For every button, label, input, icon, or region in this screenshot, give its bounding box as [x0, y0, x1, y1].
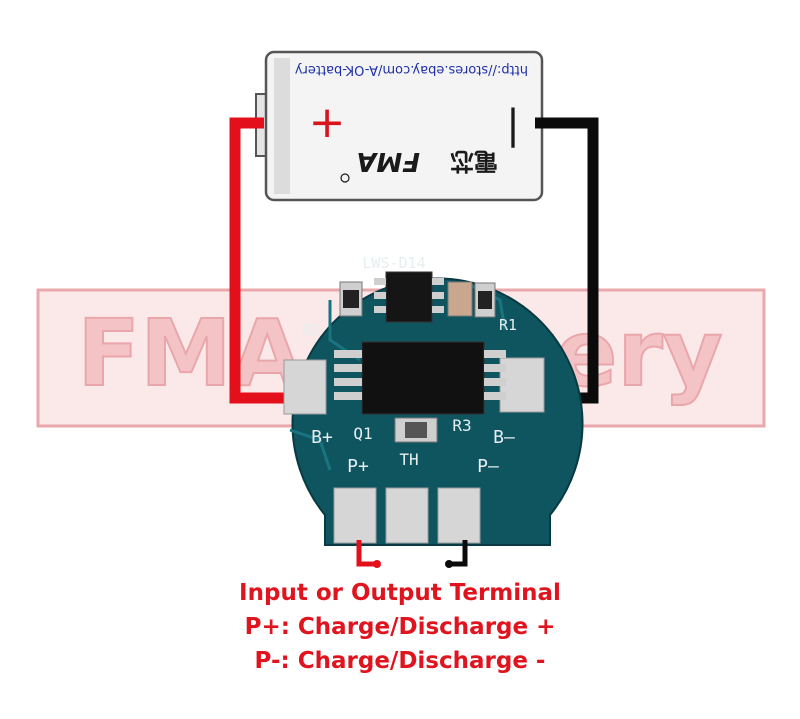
- caption-terminal-title: Input or Output Terminal: [239, 580, 561, 606]
- p-plus-lead-dot: [373, 560, 381, 568]
- mosfet-chip: [361, 341, 485, 415]
- ic-pin: [432, 278, 444, 285]
- b-minus-label: B–: [493, 427, 515, 448]
- p-minus-lead-dot: [445, 560, 453, 568]
- thermistor-body: [405, 422, 427, 438]
- ic-pin: [374, 278, 386, 285]
- p-plus-terminal: [333, 487, 377, 544]
- battery-brand-text: FMA: [356, 146, 420, 176]
- resistor-body: [478, 291, 492, 309]
- p-minus-label: P–: [477, 456, 499, 477]
- battery-plus-symbol: +: [309, 97, 346, 148]
- capacitor: [447, 281, 473, 317]
- b-plus-pad: [283, 359, 327, 415]
- p-minus-lead: [450, 540, 468, 567]
- b-minus-pad: [499, 357, 545, 413]
- r3-label: R3: [452, 416, 471, 435]
- caption-p-minus: P-: Charge/Discharge -: [254, 648, 546, 674]
- mosfet-pin: [484, 378, 506, 386]
- battery-url-text: http://stores.ebay.com/A-OK-battery: [295, 62, 528, 77]
- b-plus-label: B+: [311, 427, 333, 448]
- mosfet-pin: [334, 350, 362, 358]
- protection-pcb: LWS-D14 R2 R1 B+ Q1 R3 B– P+ TH P–: [283, 254, 584, 546]
- mosfet-pin: [484, 392, 506, 400]
- th-label: TH: [399, 450, 418, 469]
- r1-label: R1: [499, 316, 517, 334]
- ic-pin: [432, 292, 444, 299]
- pcb-trace: [289, 428, 332, 471]
- positive-wire: [229, 117, 284, 404]
- mosfet-pin: [484, 350, 506, 358]
- ic-pin: [374, 306, 386, 313]
- chip-model-label: LWS-D14: [362, 254, 425, 272]
- mosfet-pin: [334, 378, 362, 386]
- caption-p-plus: P+: Charge/Discharge +: [244, 614, 556, 640]
- mosfet-pin: [334, 392, 362, 400]
- p-minus-terminal: [437, 487, 481, 544]
- battery-shine: [274, 58, 290, 194]
- control-ic: [385, 271, 433, 323]
- mosfet-pin: [484, 364, 506, 372]
- p-plus-lead: [356, 540, 376, 567]
- p-plus-label: P+: [347, 456, 369, 477]
- battery-registered-mark: [340, 173, 350, 183]
- r2-label: R2: [302, 321, 320, 339]
- capacitor-body: [343, 290, 359, 308]
- q1-label: Q1: [353, 424, 372, 443]
- ic-pin: [432, 306, 444, 313]
- battery-cell: http://stores.ebay.com/A-OK-battery + | …: [255, 50, 544, 202]
- ic-pin: [374, 292, 386, 299]
- th-terminal: [385, 487, 429, 544]
- mosfet-pin: [334, 364, 362, 372]
- battery-minus-symbol: |: [506, 102, 519, 148]
- battery-chinese-text: 電芯: [450, 147, 498, 175]
